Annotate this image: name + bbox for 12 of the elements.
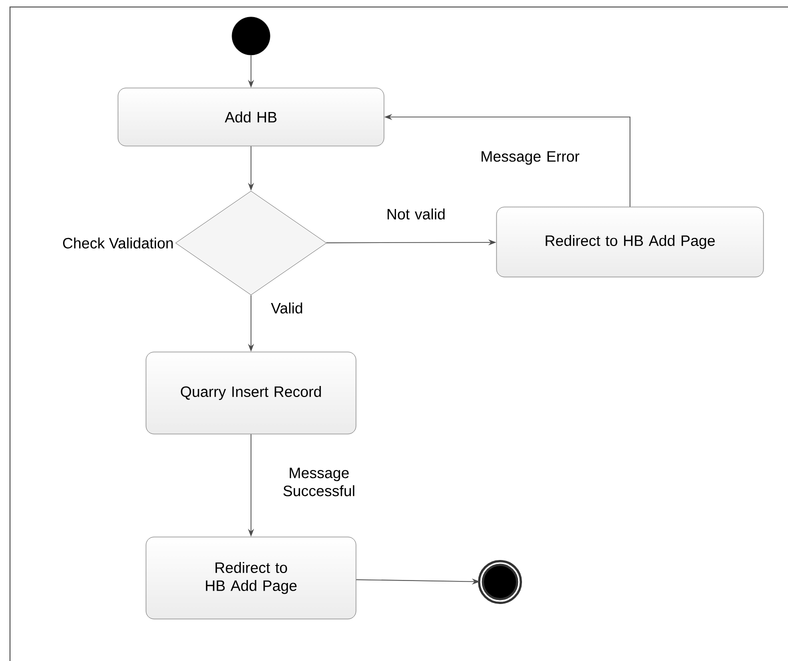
node-caption: Check Validation xyxy=(63,238,173,248)
decision-diamond xyxy=(175,190,327,296)
start-node xyxy=(232,16,270,56)
edge-label: Message Error xyxy=(482,151,580,165)
edge-label: Message Successful xyxy=(283,468,354,496)
activity-box: Quarry Insert Record xyxy=(146,352,356,434)
activity-box: Redirect to HB Add Page xyxy=(146,536,356,620)
activity-box: Redirect to HB Add Page xyxy=(496,206,764,278)
end-node xyxy=(478,560,522,604)
edge-label: Not valid xyxy=(388,208,445,220)
activity-box: Add HB xyxy=(118,88,384,146)
edge-label: Valid xyxy=(270,302,302,314)
